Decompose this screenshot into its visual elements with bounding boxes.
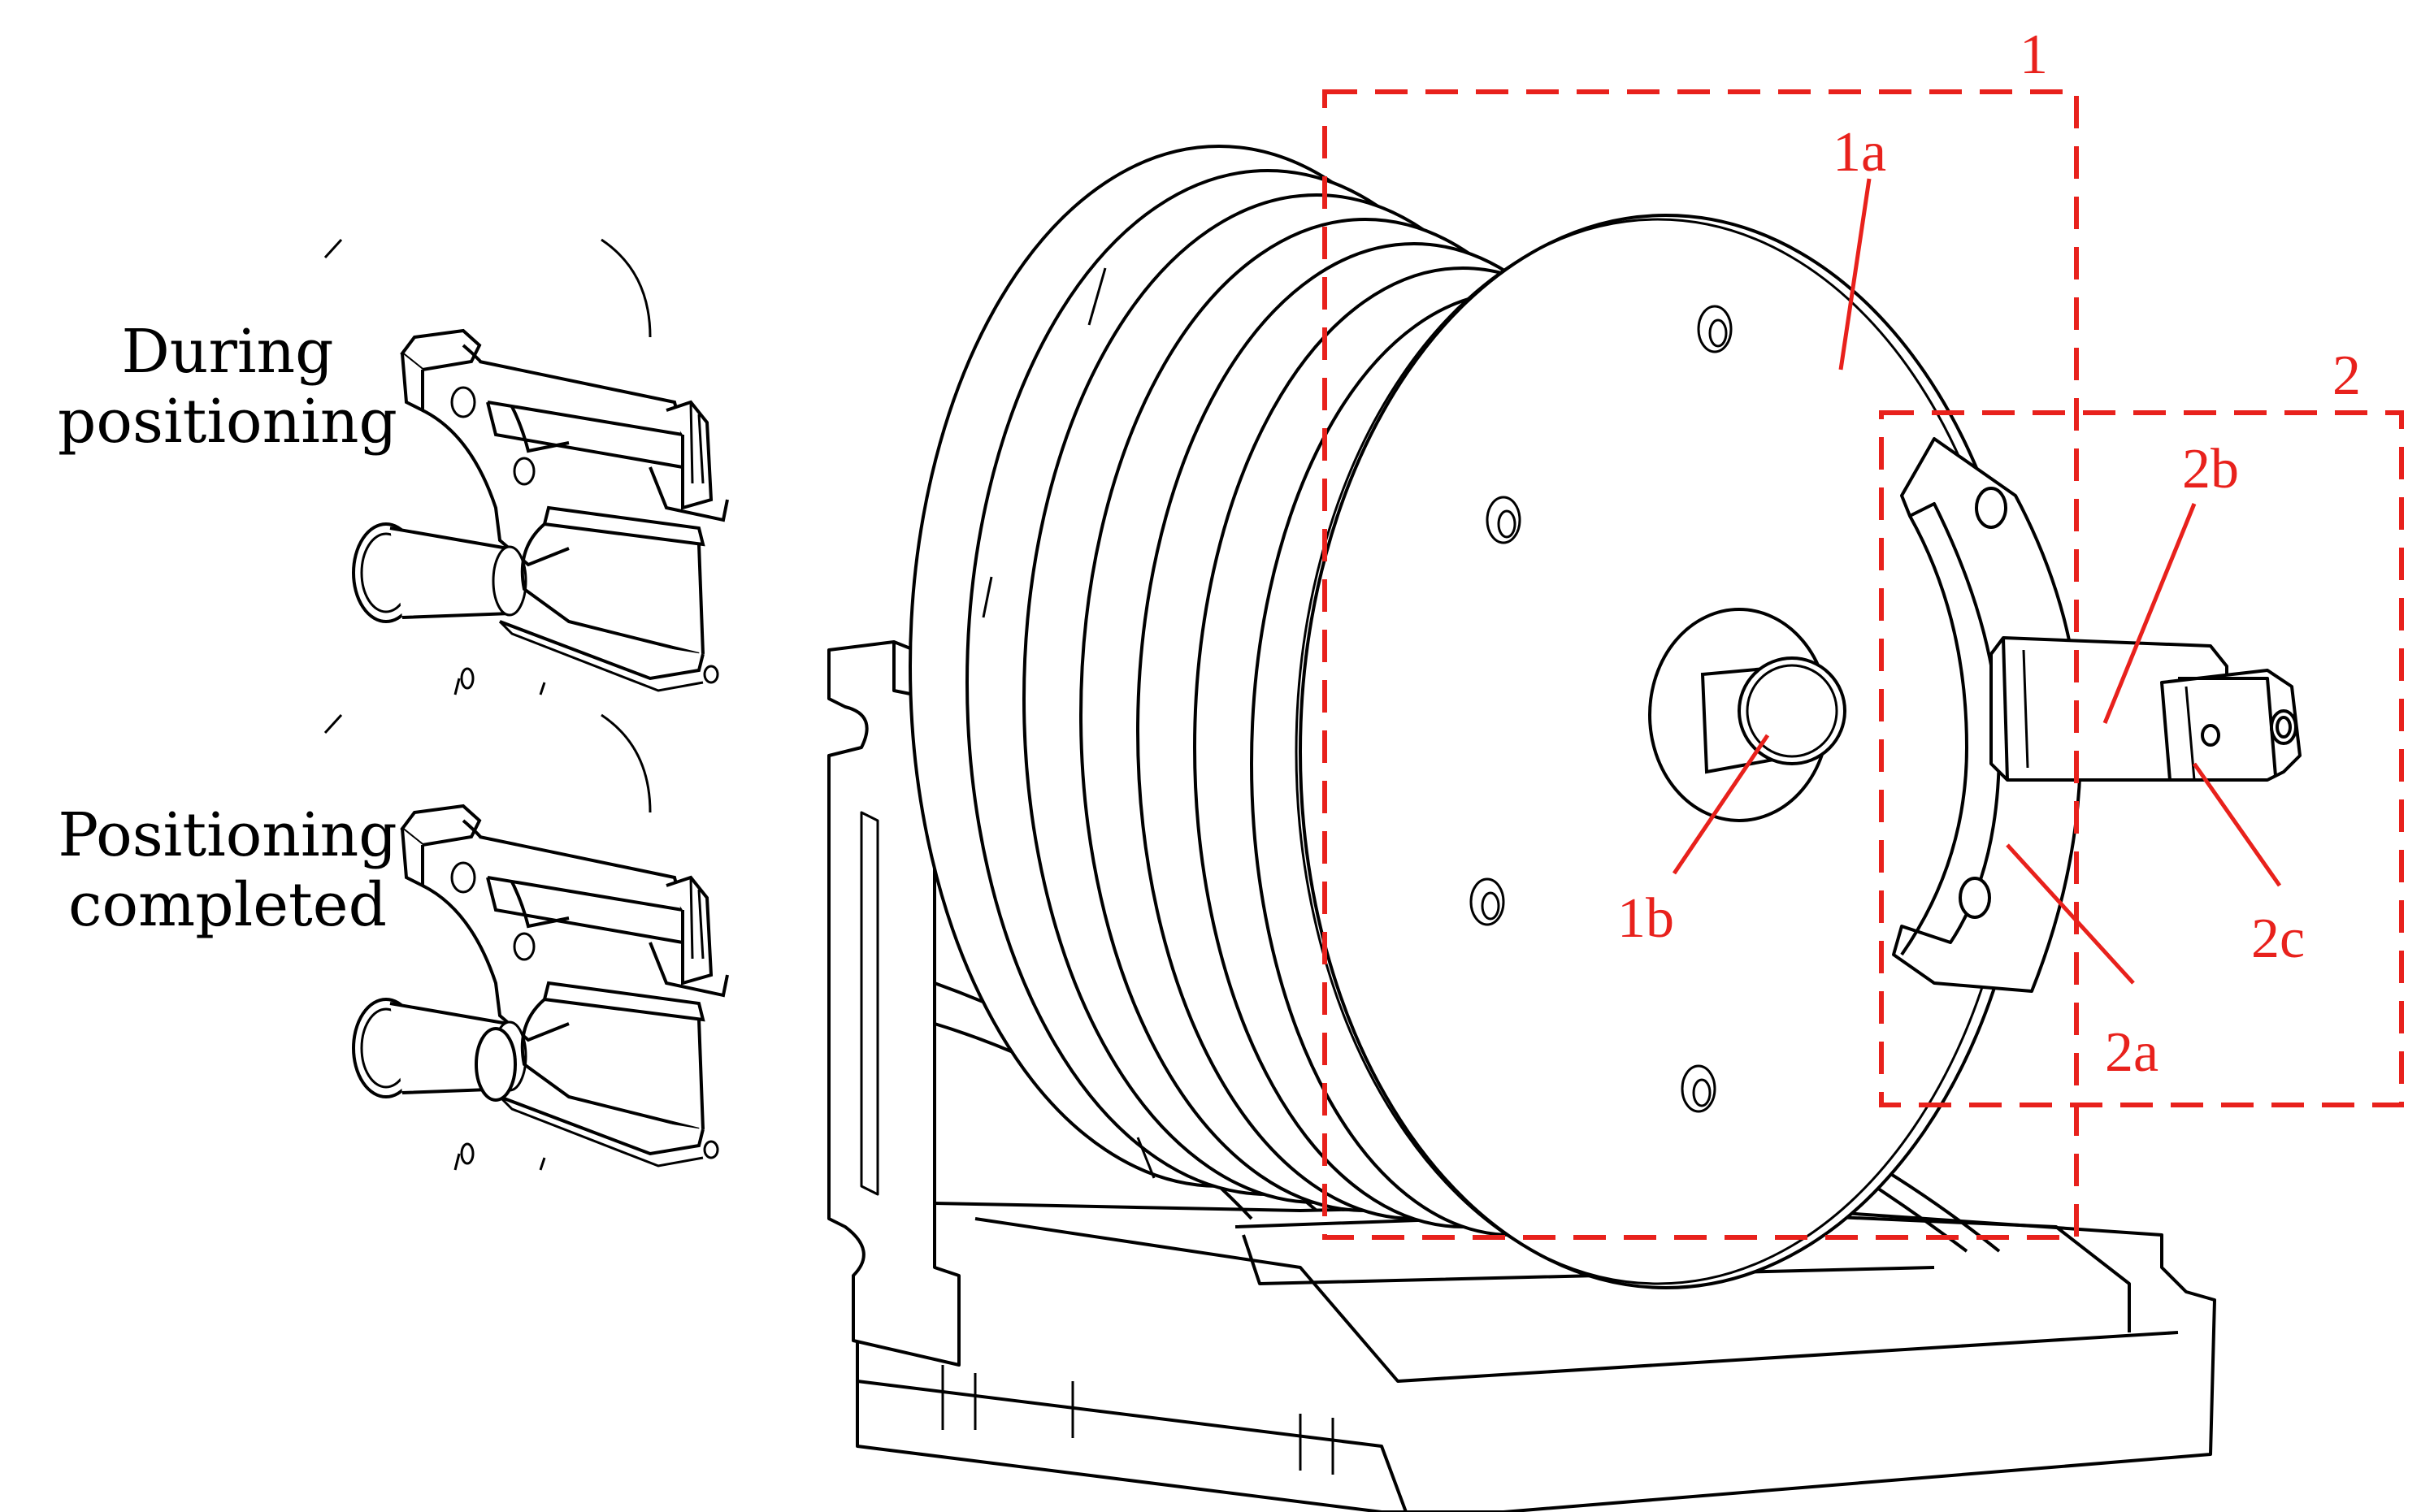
label-box-1: 1 <box>2020 24 2048 86</box>
inset-positioning-completed <box>323 713 729 1172</box>
group-box-2 <box>1879 410 2404 1107</box>
inset-during-positioning <box>323 238 729 696</box>
caption-line: Positioning <box>58 800 397 870</box>
caption-positioning-completed: Positioning completed <box>49 800 406 940</box>
label-part-2c: 2c <box>2251 908 2305 970</box>
latch-block <box>2160 669 2302 782</box>
caption-line: completed <box>68 870 387 940</box>
label-box-2: 2 <box>2332 344 2361 407</box>
label-part-1a: 1a <box>1833 121 1886 184</box>
leader-lines <box>1672 178 2282 985</box>
caption-line: During <box>121 317 334 387</box>
base-frame <box>856 1201 2216 1512</box>
group-box-1 <box>1322 89 2079 1240</box>
label-part-2b: 2b <box>2182 438 2239 500</box>
front-face-plate <box>1295 214 2033 1289</box>
caption-line: positioning <box>58 387 397 457</box>
label-part-2a: 2a <box>2105 1021 2159 1084</box>
label-part-1b: 1b <box>1617 887 1674 950</box>
bolt-hole <box>1469 305 1733 1113</box>
caption-during-positioning: During positioning <box>49 317 406 457</box>
